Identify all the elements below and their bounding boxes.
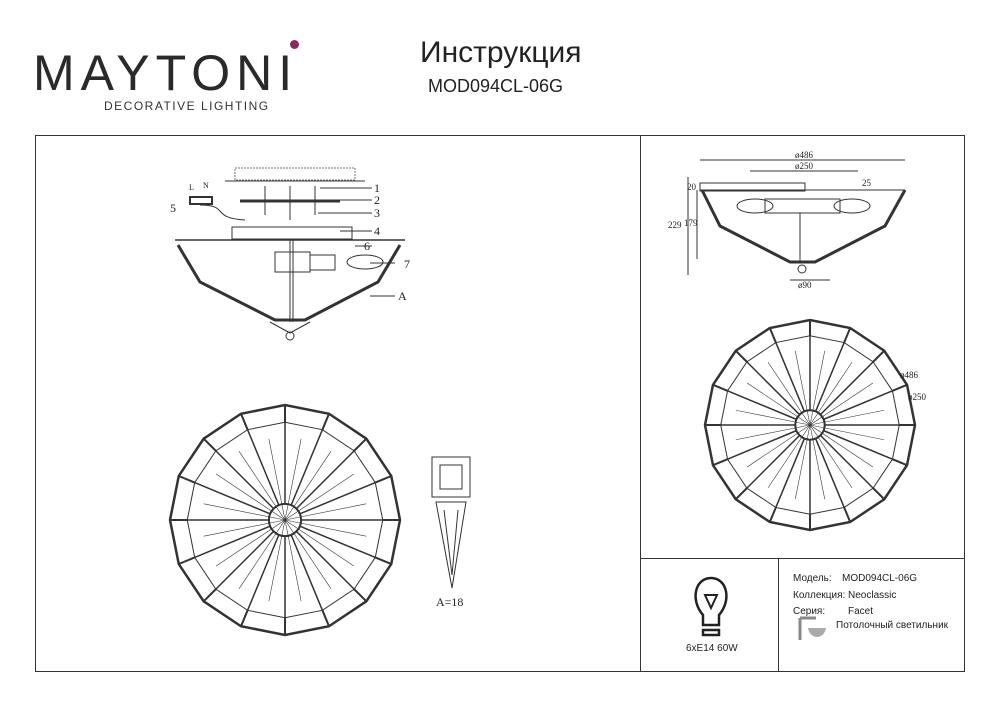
series-label: Серия: (793, 606, 826, 617)
wire-n: N (203, 181, 209, 190)
bulb-spec: 6xE14 60W (686, 643, 738, 654)
callout-7: 7 (404, 257, 410, 271)
dim-rim: 20 (687, 182, 697, 192)
callout-5: 5 (170, 201, 176, 215)
callout-4: 4 (374, 224, 380, 238)
document-title: Инструкция (420, 36, 582, 69)
divider (778, 558, 779, 672)
dim-top: 25 (862, 178, 872, 188)
right-plan-view (703, 318, 917, 532)
bulb-icon (694, 576, 728, 637)
callout-1: 1 (374, 181, 380, 195)
dim-bottom: ø90 (798, 280, 812, 290)
model-label: Модель: (793, 573, 832, 584)
model-value: MOD094CL-06G (842, 573, 918, 584)
plan-dim-inner: ø250 (908, 392, 927, 402)
dim-outer: ø486 (795, 150, 814, 160)
brand-tagline: DECORATIVE LIGHTING (104, 99, 270, 113)
crystal-label: A=18 (436, 595, 463, 609)
product-type: Потолочный светильник (836, 620, 949, 631)
wire-l: L (189, 183, 194, 192)
collection-value: Neoclassic (848, 590, 897, 601)
plan-dim-outer: ø486 (900, 370, 919, 380)
collection-label: Коллекция: (793, 590, 846, 601)
dim-inner: ø250 (795, 161, 814, 171)
dim-body-height: 179 (684, 218, 698, 228)
assembly-view (175, 167, 405, 341)
series-value: Facet (848, 606, 874, 617)
drawing-frame (35, 135, 965, 672)
document-model: MOD094CL-06G (428, 76, 564, 96)
callout-3: 3 (374, 206, 380, 220)
divider (640, 558, 965, 559)
ceiling-lamp-icon (798, 616, 826, 640)
brand-logo: MAYTONI (33, 45, 299, 101)
callout-a: A (398, 289, 407, 303)
logo-dot (290, 40, 299, 49)
divider (640, 135, 641, 672)
side-view (687, 159, 907, 281)
dim-total-height: 229 (668, 220, 682, 230)
crystal-prism (431, 456, 471, 589)
top-plan-view (168, 403, 402, 637)
callout-6: 6 (364, 239, 370, 253)
callout-2: 2 (374, 193, 380, 207)
